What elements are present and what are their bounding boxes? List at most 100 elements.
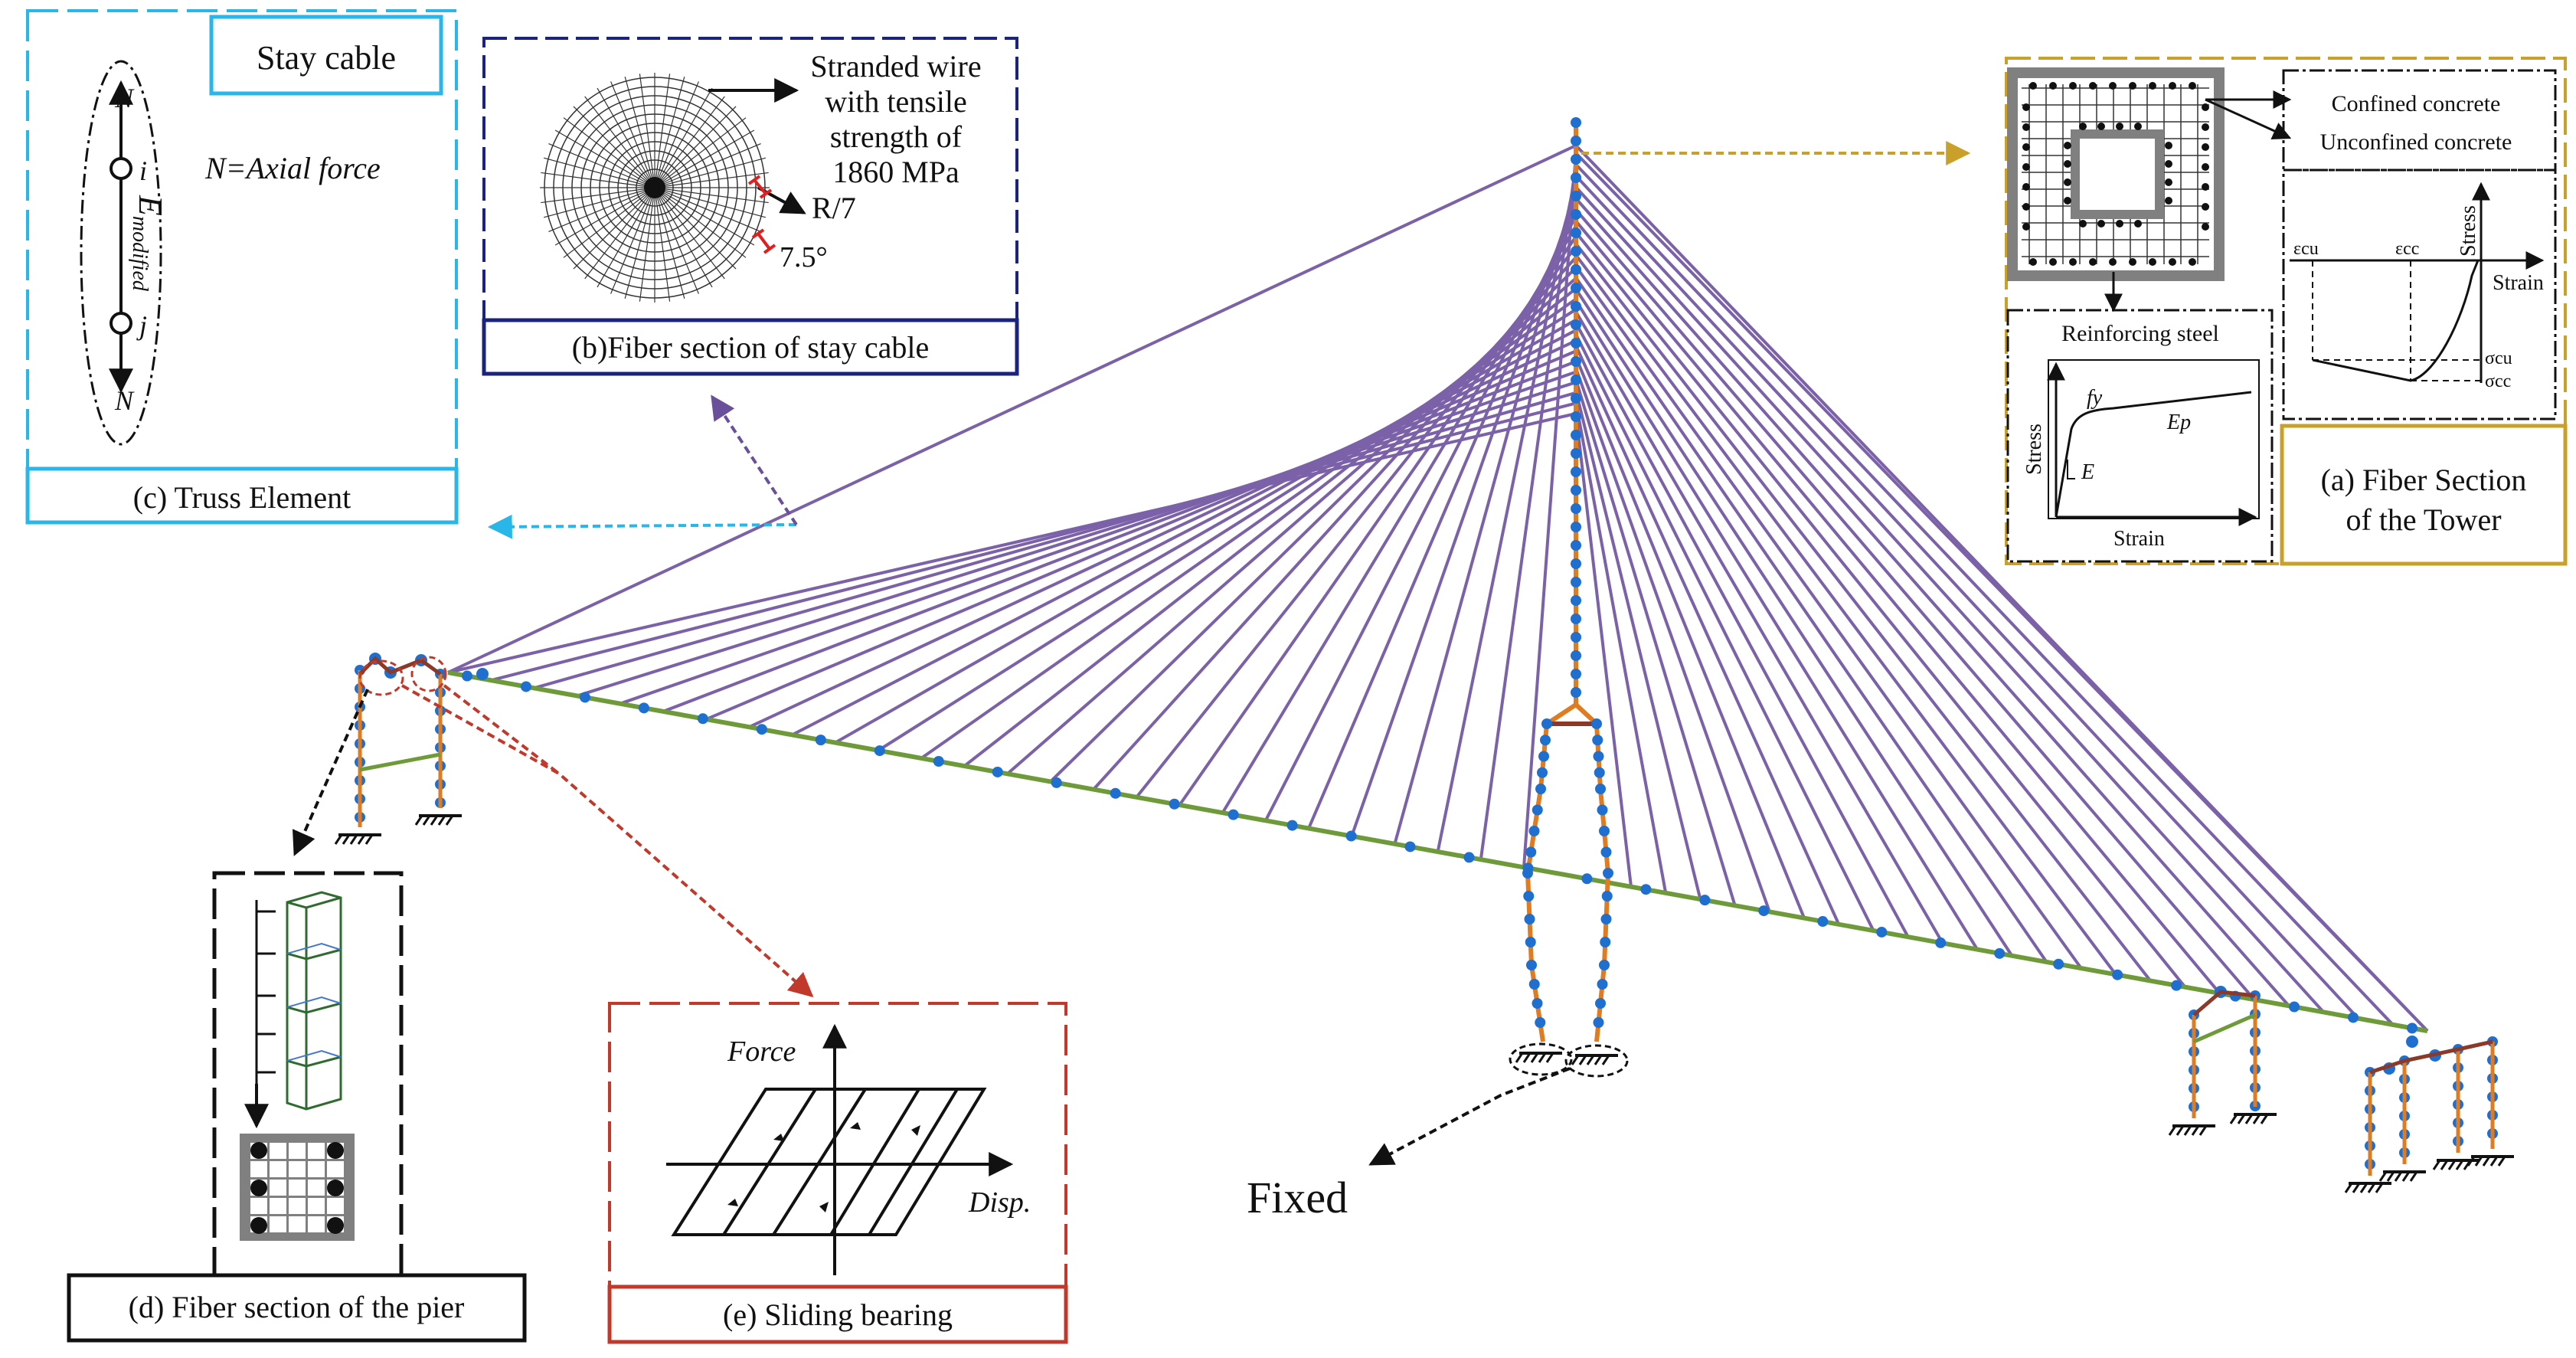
stay-cable [1574, 220, 2221, 995]
confined-concrete-label: Confined concrete [2332, 91, 2501, 116]
support-hatch [2198, 1125, 2208, 1136]
tower-node [1571, 356, 1581, 367]
tower-rebar [2022, 203, 2030, 211]
wire-text-1: Stranded wire [810, 49, 981, 83]
bearing-node [476, 668, 489, 680]
support-hatch [334, 834, 343, 845]
node-i [110, 157, 132, 180]
support-hatch [445, 815, 454, 826]
tower-leg-node [1593, 1017, 1604, 1028]
stay-cable [1574, 333, 1875, 931]
tower-leg-node [1600, 914, 1612, 924]
tower-rebar [2165, 160, 2172, 168]
tower-rebar [2022, 183, 2030, 191]
fixed-support-icon [1515, 1052, 1562, 1063]
n-top-label: N [114, 83, 135, 113]
pier-fiber-cell [289, 1198, 306, 1214]
tower-rebar [2165, 197, 2172, 205]
fiber-radial [548, 187, 655, 232]
tower-rebar [2109, 82, 2117, 90]
tower-node [1571, 209, 1581, 220]
tower-leg-node [1532, 998, 1543, 1009]
deck-node [2112, 969, 2123, 980]
support-hatch [1578, 1055, 1587, 1065]
fiber-radial [563, 117, 655, 188]
tower-leg-node [1538, 751, 1549, 762]
deck-node [1169, 798, 1180, 810]
stay-cable [1574, 368, 1771, 913]
stay-cable [447, 412, 1577, 674]
stay-cable [1574, 401, 1668, 894]
fiber-radial [654, 187, 725, 280]
fiber-radial [654, 87, 713, 188]
tower-node [1571, 319, 1581, 330]
unconfined-concrete-label: Unconfined concrete [2320, 129, 2512, 155]
fixed-support-icon [414, 814, 462, 826]
stay-cable [1574, 288, 2014, 957]
tower-leg-node [1600, 937, 1611, 947]
tower-node [1571, 117, 1581, 128]
angle-marker [751, 228, 776, 254]
fiber-radial [597, 187, 655, 288]
fiber-radial [654, 187, 737, 270]
tower-leg-node [1535, 1017, 1546, 1028]
right-piers [2192, 990, 2495, 1176]
fiber-radial [624, 76, 655, 188]
tower-rebar [2169, 82, 2176, 90]
stay-cable [1574, 390, 1702, 900]
pier-fiber-cell [270, 1161, 286, 1177]
tower-rebar [2149, 82, 2156, 90]
stay-cable [1264, 214, 1577, 822]
tower-node [1571, 411, 1581, 422]
pier-fiber-cell [289, 1216, 306, 1232]
fixed-support-icon [334, 833, 381, 845]
support-hatch [2375, 1183, 2384, 1193]
tower-rebar [2202, 163, 2209, 171]
support-hatch [2432, 1160, 2441, 1170]
tower-leg-node [1600, 846, 1612, 858]
pier-fiber-cell [270, 1198, 286, 1214]
stay-cable [834, 318, 1577, 744]
tower-node [1571, 614, 1581, 624]
tower-node [1571, 632, 1581, 643]
deck-node [756, 724, 767, 735]
tower-leg-node [1524, 914, 1535, 924]
tower-base-highlight [1509, 1042, 1573, 1076]
tower-rebar [2064, 142, 2071, 149]
tower-node [1571, 246, 1581, 257]
cable-fiber-panel: Stranded wire with tensile strength of 1… [482, 37, 1019, 376]
fiber-radial [654, 187, 671, 302]
tower-leg-node [1522, 868, 1533, 879]
tower-rebar [2202, 223, 2209, 231]
arrow-red-secondary [443, 684, 561, 775]
tower-node [1571, 172, 1581, 183]
stay-cable [662, 360, 1577, 713]
deck-node [1758, 905, 1770, 917]
ep-label: Ep [2166, 411, 2191, 434]
pier-rebar [327, 1142, 344, 1159]
support-hatch [414, 815, 423, 826]
support-hatch [2401, 1171, 2411, 1182]
support-hatch [2378, 1171, 2388, 1182]
tower-node [1571, 283, 1581, 293]
deck-node [1581, 873, 1593, 885]
deck-node [874, 745, 885, 757]
deck-node [638, 702, 649, 714]
tower-leg-node [1535, 784, 1546, 794]
fixed-support-icon [2344, 1182, 2391, 1193]
stay-cable [1574, 299, 1979, 951]
disp-label: Disp. [968, 1186, 1031, 1219]
pier-caption-box [67, 1273, 527, 1343]
cable-fiber-caption-box [482, 318, 1019, 376]
support-hatch [2466, 1156, 2476, 1167]
n-bottom-label: N [114, 385, 135, 416]
support-hatch [2447, 1160, 2457, 1170]
tower-rebar [2134, 123, 2142, 130]
cable-fiber-caption: (b)Fiber section of stay cable [572, 330, 930, 365]
tower-fiber-panel: Confined concrete Unconfined concrete St… [2005, 57, 2568, 566]
tower-rebar [2022, 123, 2030, 131]
fiber-radial [654, 172, 769, 188]
tower-rebar [2116, 220, 2123, 227]
tower-rebar [2129, 258, 2136, 266]
deck-node [579, 692, 590, 703]
